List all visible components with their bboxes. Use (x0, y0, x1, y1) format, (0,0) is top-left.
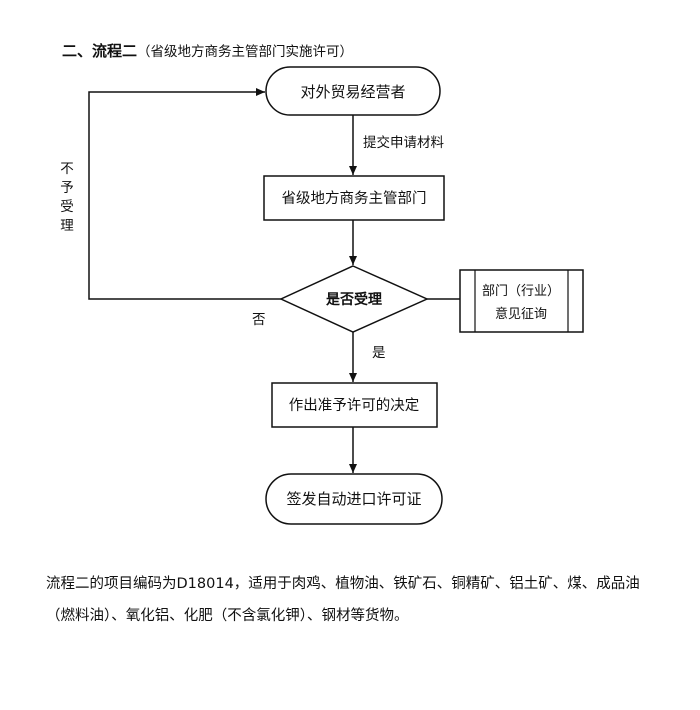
reject-label-1: 不 (60, 161, 74, 177)
title-sub: （省级地方商务主管部门实施许可） (137, 44, 354, 60)
description-note: 流程二的项目编码为D18014，适用于肉鸡、植物油、铁矿石、铜精矿、铝土矿、煤、… (46, 576, 640, 624)
yes-label: 是 (372, 345, 386, 361)
consult-node-label-1: 部门（行业） (482, 284, 560, 299)
consult-node-label-2: 意见征询 (495, 306, 547, 322)
decision-node-label: 是否受理 (326, 291, 382, 308)
consult-node (459, 269, 584, 333)
reject-label-4: 理 (60, 218, 74, 234)
reject-label-3: 受 (60, 199, 74, 215)
decide-node-label: 作出准予许可的决定 (289, 397, 420, 414)
dept-node-label: 省级地方商务主管部门 (282, 190, 427, 207)
end-node (265, 473, 443, 525)
start-node-label: 对外贸易经营者 (300, 83, 405, 101)
page-title: 二、流程二（省级地方商务主管部门实施许可） (62, 40, 353, 61)
decide-node (271, 382, 438, 428)
submit-label: 提交申请材料 (363, 134, 444, 151)
connector-reject-loop (88, 88, 281, 300)
title-main: 二、流程二 (62, 42, 138, 60)
no-label: 否 (252, 312, 266, 328)
dept-node (263, 175, 445, 221)
end-node-label: 签发自动进口许可证 (286, 490, 421, 508)
reject-label-2: 予 (60, 180, 74, 196)
